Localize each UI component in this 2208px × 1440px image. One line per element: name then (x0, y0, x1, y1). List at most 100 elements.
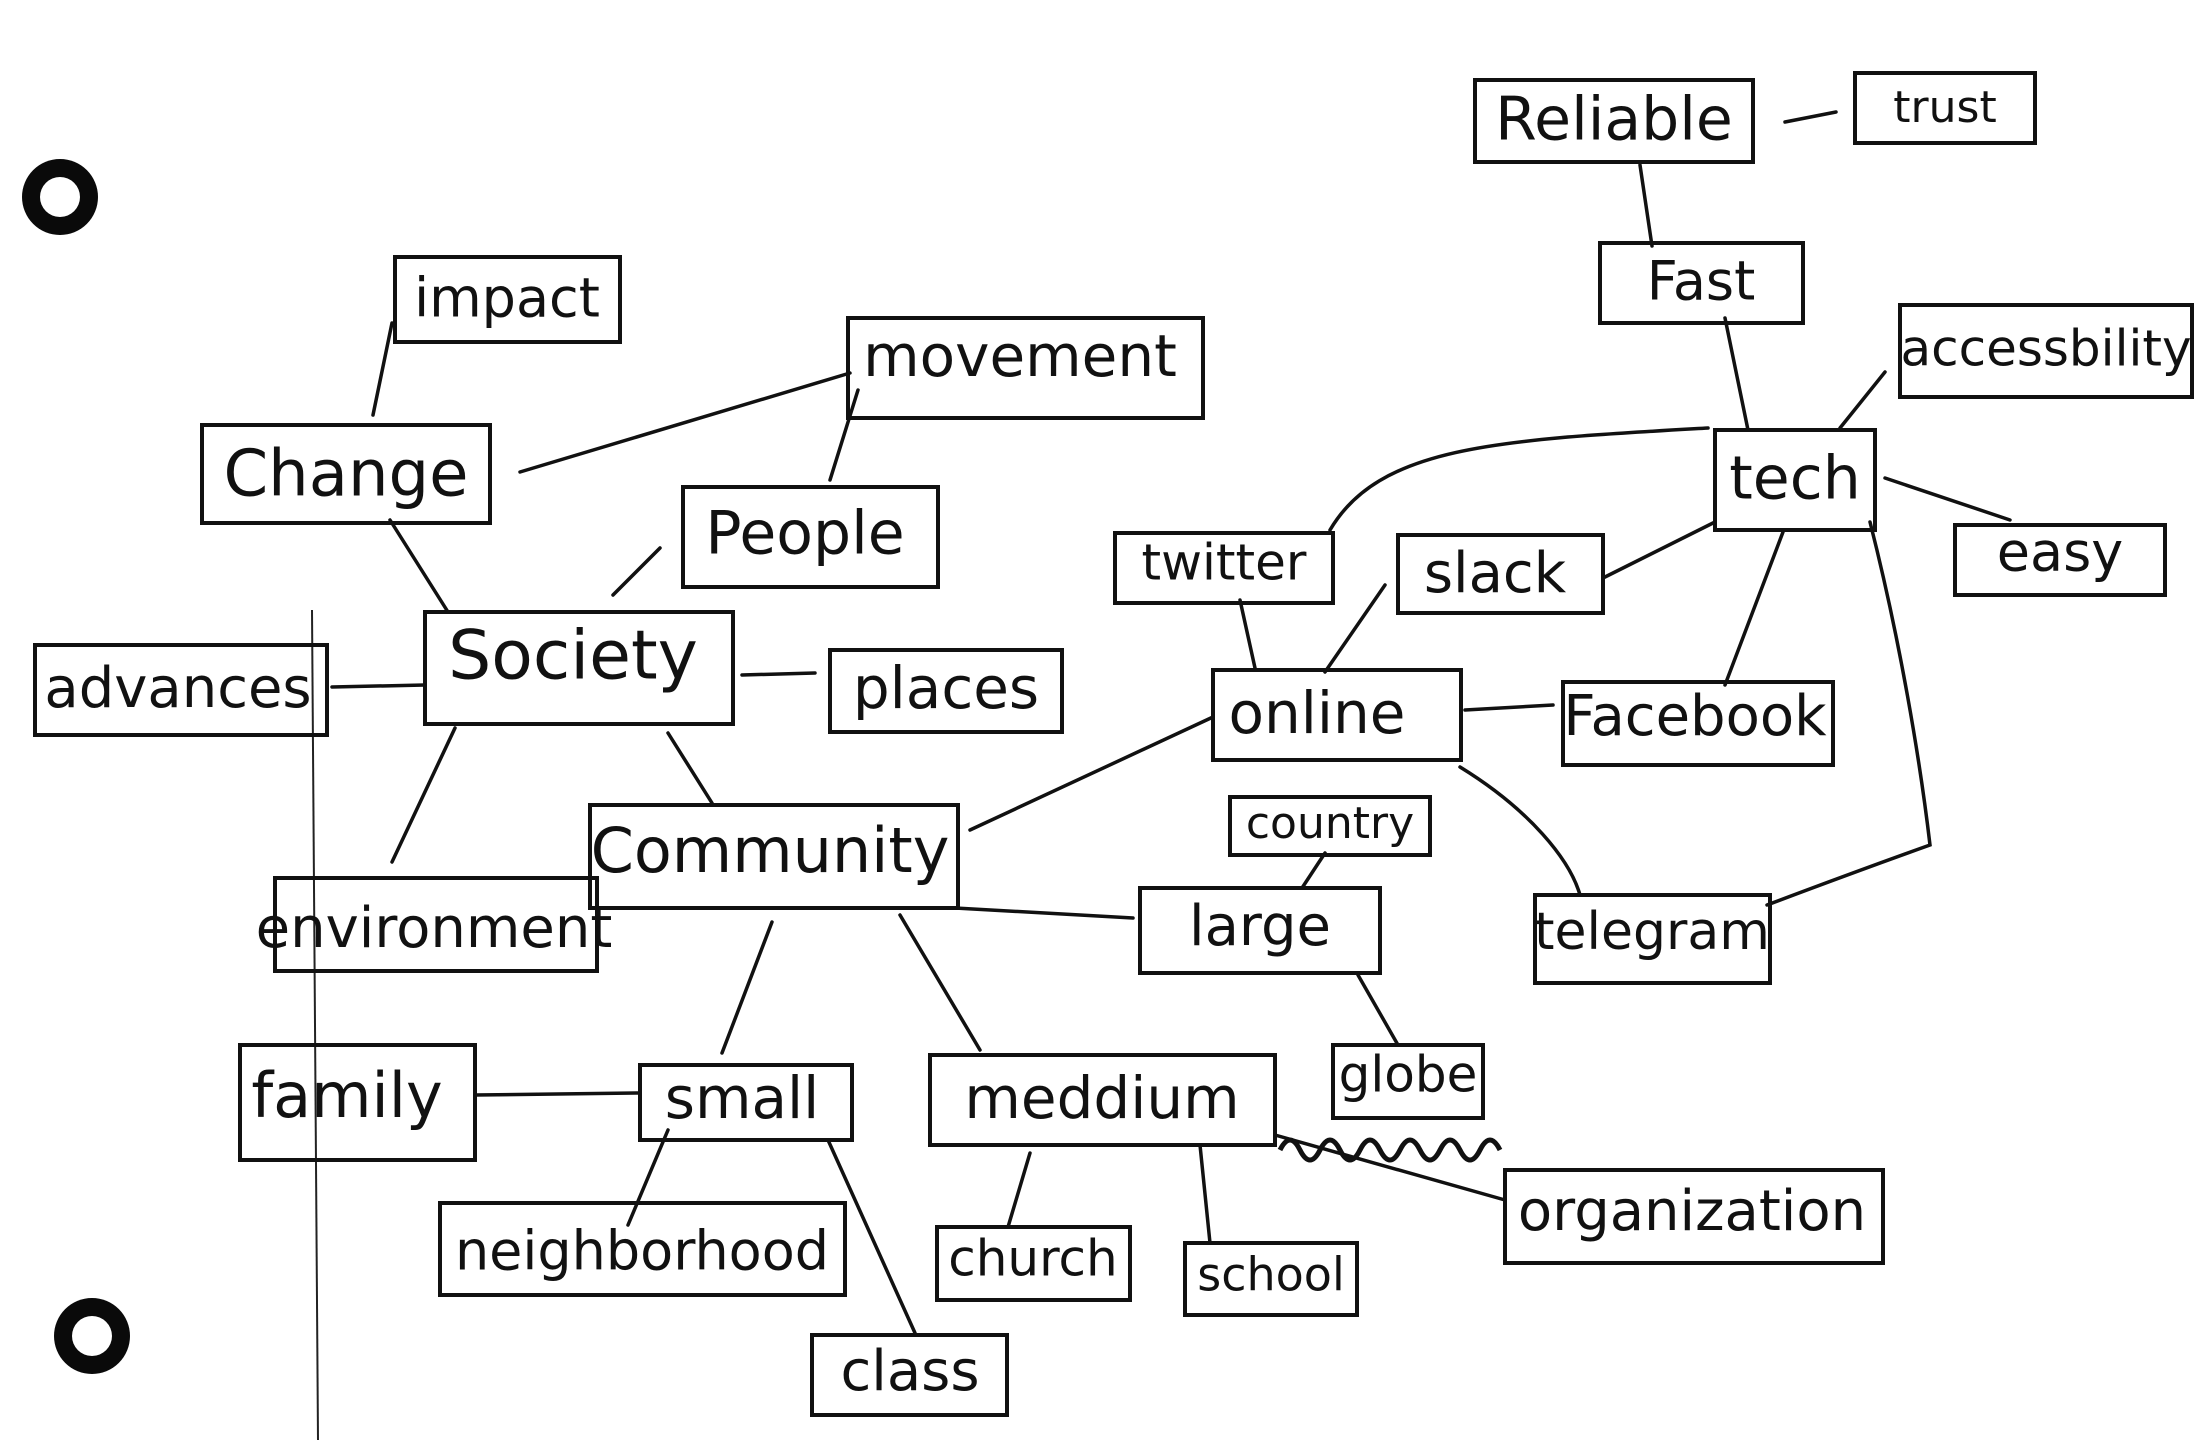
edge-tech-twitter (1328, 426, 1710, 532)
node-school-box (1183, 1241, 1359, 1317)
node-tech-label: tech (1729, 444, 1860, 514)
edge-fast-tech (1723, 316, 1750, 432)
node-medium-box (928, 1053, 1277, 1147)
node-environment: environment (256, 876, 613, 973)
node-facebook-label: Facebook (1563, 684, 1827, 749)
edge-twitter-online (1238, 598, 1257, 670)
node-organization-label: organization (1518, 1179, 1866, 1244)
node-twitter: twitter (1113, 531, 1335, 605)
node-community-box (588, 803, 960, 910)
node-online: online (1211, 668, 1463, 762)
edge-slack-online (1323, 583, 1387, 674)
binder-holes (22, 159, 130, 1374)
node-family: family (238, 1043, 477, 1162)
node-large: large (1138, 886, 1382, 975)
scribble-crossout (1277, 1137, 1503, 1163)
node-community-label: Community (591, 814, 950, 887)
node-country-label: country (1246, 798, 1414, 849)
node-fast-label: Fast (1647, 250, 1756, 313)
node-accessibility-label: accessbility (1900, 320, 2191, 378)
node-telegram: telegram (1533, 893, 1772, 985)
edge-tech-facebook (1723, 530, 1785, 687)
node-slack: slack (1396, 533, 1605, 615)
node-environment-label: environment (256, 896, 613, 961)
node-advances-label: advances (44, 656, 311, 721)
node-large-label: large (1189, 894, 1331, 959)
node-online-label: online (1229, 679, 1406, 747)
node-country: country (1228, 795, 1432, 857)
edge-community-small (720, 920, 774, 1055)
edges (330, 110, 2012, 1335)
node-church-box (935, 1225, 1132, 1302)
node-class-label: class (840, 1339, 979, 1404)
node-easy-box (1953, 523, 2167, 597)
node-family-label: family (251, 1059, 442, 1132)
node-small: small (638, 1063, 854, 1142)
edge-medium-school (1198, 1143, 1212, 1245)
edge-society-environment (390, 726, 457, 864)
node-advances: advances (33, 643, 329, 737)
node-neighborhood: neighborhood (438, 1201, 847, 1297)
edge-online-facebook (1463, 703, 1555, 712)
node-small-label: small (665, 1064, 820, 1132)
edge-society-advances (330, 683, 427, 689)
binder-hole-top-inner (40, 177, 80, 217)
node-slack-label: slack (1424, 541, 1567, 606)
node-people-box (681, 485, 940, 589)
node-accessibility-box (1898, 303, 2194, 399)
node-globe-box (1331, 1043, 1485, 1120)
edge-online-telegram (1458, 765, 1582, 897)
edge-society-people (611, 546, 662, 597)
node-reliable: Reliable (1473, 78, 1755, 164)
node-medium-label: meddium (964, 1064, 1239, 1132)
node-church: church (935, 1225, 1132, 1302)
binder-hole-bottom-inner (72, 1316, 112, 1356)
node-twitter-box (1113, 531, 1335, 605)
node-facebook: Facebook (1561, 680, 1835, 767)
node-reliable-label: Reliable (1495, 85, 1733, 155)
edge-small-neighborhood (626, 1128, 670, 1227)
edge-family-small (473, 1091, 642, 1097)
node-change-box (200, 423, 492, 525)
node-people-label: People (705, 499, 904, 569)
node-telegram-label: telegram (1534, 902, 1770, 962)
node-church-label: church (948, 1230, 1118, 1288)
node-easy-label: easy (1997, 521, 2123, 584)
node-organization-box (1503, 1168, 1885, 1265)
node-class-box (810, 1333, 1009, 1417)
node-neighborhood-label: neighborhood (455, 1220, 829, 1283)
node-impact: impact (393, 255, 622, 344)
edge-online-community (968, 715, 1215, 832)
node-telegram-box (1533, 893, 1772, 985)
node-places-box (828, 648, 1064, 734)
node-globe: globe (1331, 1043, 1485, 1120)
node-country-box (1228, 795, 1432, 857)
node-community: Community (588, 803, 960, 910)
edge-country-large (1300, 851, 1327, 890)
node-facebook-box (1561, 680, 1835, 767)
edge-change-movement (518, 371, 852, 474)
node-trust-label: trust (1893, 82, 1996, 133)
node-trust: trust (1853, 71, 2037, 145)
node-school: school (1183, 1241, 1359, 1317)
edge-community-medium (898, 913, 982, 1052)
node-class: class (810, 1333, 1009, 1417)
node-accessibility: accessbility (1898, 303, 2194, 399)
node-change: Change (200, 423, 492, 525)
node-online-box (1211, 668, 1463, 762)
edge-tech-easy (1883, 476, 2012, 522)
node-advances-box (33, 643, 329, 737)
edge-community-large (953, 906, 1135, 920)
node-places-label: places (853, 654, 1039, 722)
node-society-box (423, 610, 735, 726)
edge-society-places (740, 671, 817, 677)
node-trust-box (1853, 71, 2037, 145)
node-twitter-label: twitter (1142, 534, 1307, 592)
node-organization: organization (1503, 1168, 1885, 1265)
node-society: Society (423, 610, 735, 726)
node-large-box (1138, 886, 1382, 975)
node-fast-box (1598, 241, 1805, 325)
node-tech: tech (1713, 428, 1877, 532)
edge-society-community (666, 731, 714, 805)
node-movement-label: movement (863, 322, 1177, 390)
